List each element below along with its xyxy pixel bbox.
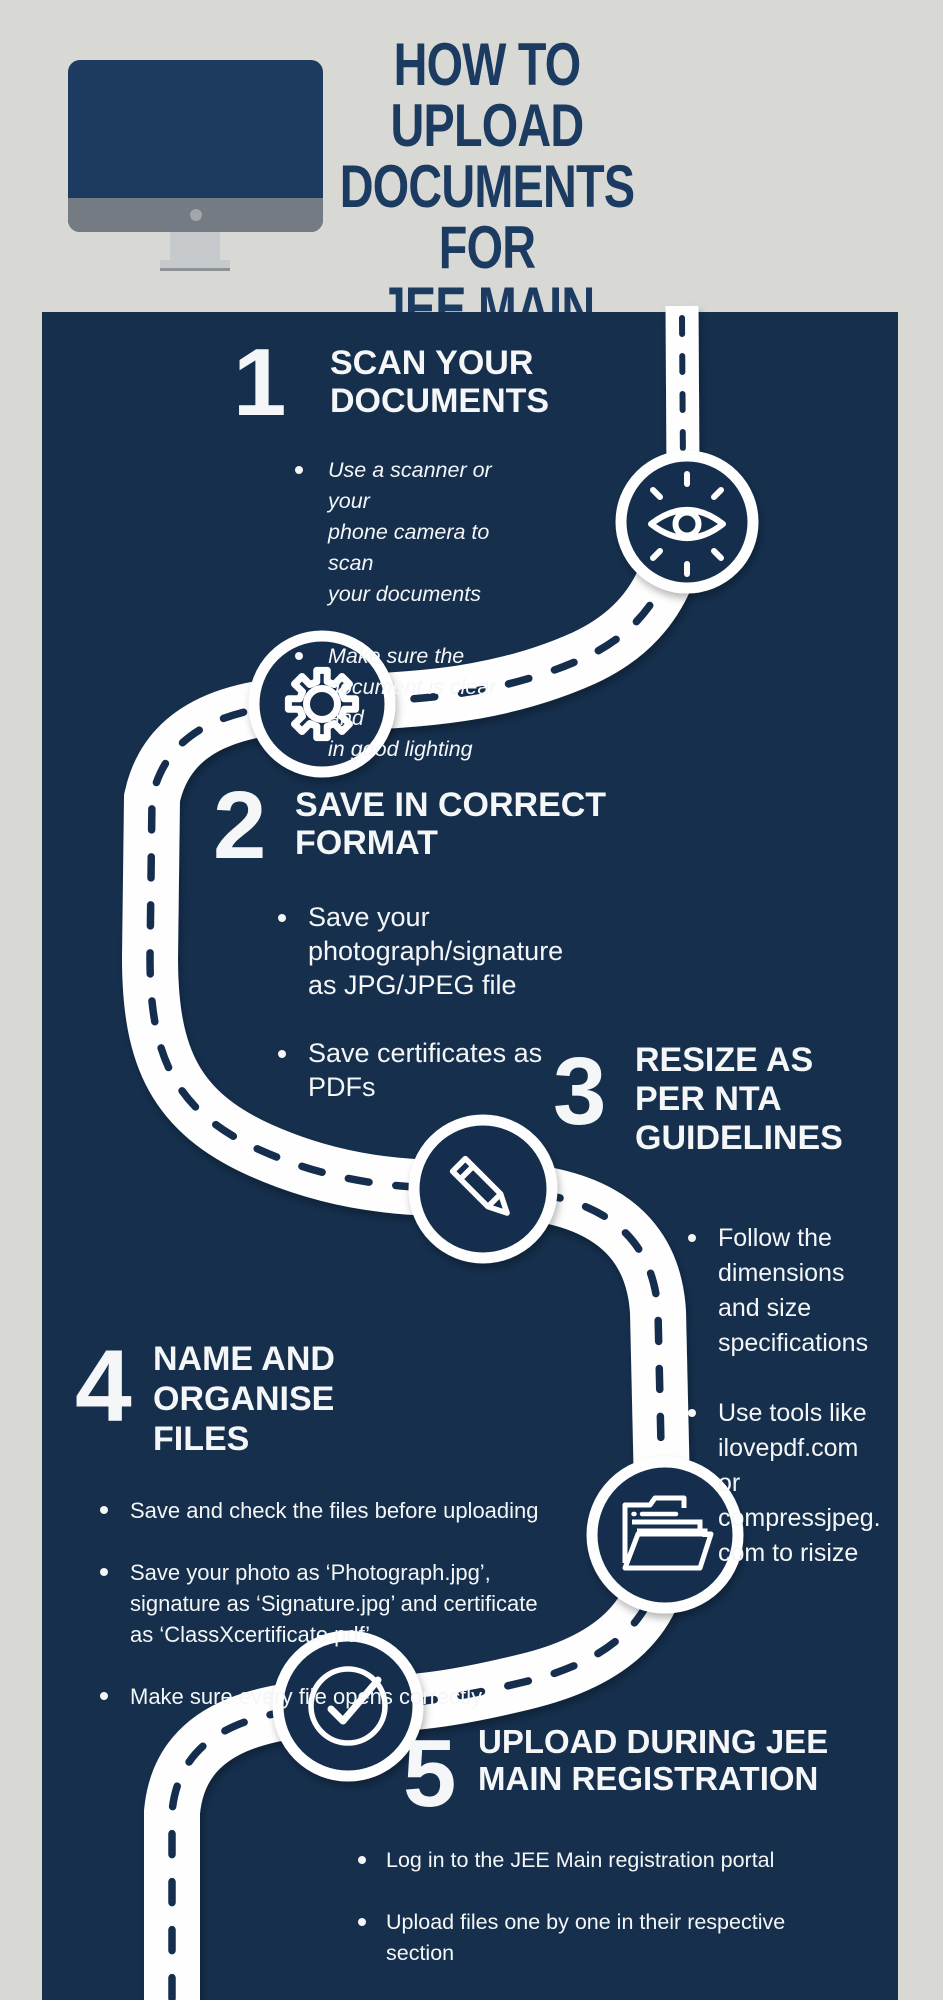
- step5-heading: UPLOAD DURING JEE MAIN REGISTRATION: [478, 1723, 829, 1797]
- bullet-item: Save your photograph/signature as JPG/JP…: [278, 900, 578, 1002]
- monitor-stand-neck: [170, 232, 220, 262]
- step2-heading: SAVE IN CORRECT FORMAT: [295, 786, 607, 862]
- step2-node-circle: [248, 630, 396, 778]
- bullet-item: Make sure every file opens correctly: [100, 1681, 590, 1712]
- folder-icon: [622, 1495, 714, 1571]
- step4-heading: NAME AND ORGANISE FILES: [153, 1340, 335, 1458]
- bullet-item: Save certificates as PDFs: [278, 1036, 578, 1104]
- monitor-screen: [68, 60, 323, 232]
- step1-number: 1: [233, 329, 287, 436]
- step5-number: 5: [403, 1720, 457, 1827]
- check-icon: [308, 1666, 388, 1746]
- step1-heading: SCAN YOUR DOCUMENTS: [330, 344, 550, 420]
- bullet-item: Save and check the files before uploadin…: [100, 1495, 590, 1526]
- step5-node-circle: [272, 1630, 424, 1782]
- step2-number: 2: [213, 772, 267, 879]
- step3-number: 3: [553, 1038, 607, 1145]
- step3-node-circle: [408, 1114, 558, 1264]
- step5-bullets: Log in to the JEE Main registration port…: [358, 1814, 838, 2000]
- eye-icon: [648, 471, 726, 577]
- bullet-item: Use a scanner or your phone camera to sc…: [295, 455, 535, 610]
- step4-number: 4: [75, 1329, 132, 1443]
- step2-bullets: Save your photograph/signature as JPG/JP…: [278, 866, 578, 1138]
- step4-bullets: Save and check the files before uploadin…: [100, 1464, 590, 1743]
- bullet-item: Upload files one by one in their respect…: [358, 1907, 838, 1969]
- gear-icon: [284, 666, 360, 742]
- step3-bullets: Follow the dimensions and size specifica…: [688, 1186, 898, 1606]
- monitor-button: [189, 209, 202, 221]
- step3-heading: RESIZE AS PER NTA GUIDELINES: [635, 1041, 843, 1157]
- bullet-item: Log in to the JEE Main registration port…: [358, 1845, 838, 1876]
- monitor-bezel: [68, 198, 323, 232]
- bullet-item: Save your photo as ‘Photograph.jpg’, sig…: [100, 1557, 590, 1650]
- step1-bullets: Use a scanner or your phone camera to sc…: [295, 424, 535, 796]
- bullet-item: Make sure the document is clear and in g…: [295, 641, 535, 765]
- pencil-icon: [449, 1155, 510, 1216]
- bullet-item: Use tools like ilovepdf.com or compressj…: [688, 1396, 898, 1571]
- monitor-stand-base: [160, 260, 230, 271]
- road-path: [121, 305, 712, 2000]
- bullet-item: Follow the dimensions and size specifica…: [688, 1221, 898, 1361]
- desktop-monitor-icon: [68, 60, 323, 272]
